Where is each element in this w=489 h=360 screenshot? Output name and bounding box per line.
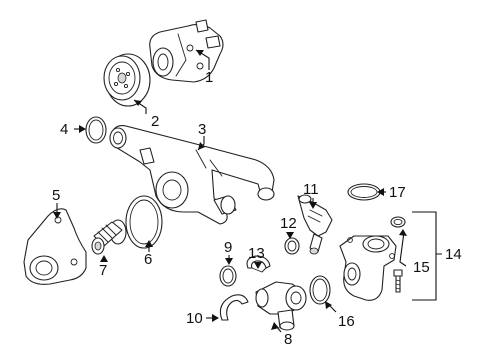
callout-14: 14 xyxy=(445,246,462,263)
callout-6: 6 xyxy=(144,251,152,268)
callout-15: 15 xyxy=(413,259,430,276)
callout-1: 1 xyxy=(205,69,213,86)
o-ring-part-4 xyxy=(85,116,107,144)
callout-2: 2 xyxy=(151,113,159,130)
thermostat-housing-part xyxy=(109,125,275,225)
o-ring-part-15 xyxy=(390,216,406,228)
callout-5: 5 xyxy=(52,187,60,204)
callout-7: 7 xyxy=(99,262,107,279)
water-pump-part xyxy=(149,19,224,83)
leader-lines xyxy=(53,49,407,333)
thermostat-part xyxy=(91,219,127,255)
adapter-housing-part xyxy=(339,235,403,301)
pulley-part xyxy=(103,53,151,107)
gasket-ring-part-6 xyxy=(125,195,163,249)
callout-17: 17 xyxy=(389,184,406,201)
callout-12: 12 xyxy=(280,215,297,232)
seal-ring-part-12 xyxy=(284,237,300,255)
coolant-flange-part xyxy=(255,281,307,331)
temperature-sensor-part xyxy=(297,194,333,255)
callout-13: 13 xyxy=(248,245,265,262)
callout-10: 10 xyxy=(186,310,203,327)
callout-8: 8 xyxy=(284,331,292,348)
callout-9: 9 xyxy=(224,239,232,256)
group-bracket-14 xyxy=(412,211,442,301)
retaining-clip-part-10 xyxy=(219,294,249,321)
o-ring-part-17 xyxy=(347,183,381,201)
callout-11: 11 xyxy=(303,181,319,198)
o-ring-part-9 xyxy=(219,265,237,287)
spring-clip-part-13 xyxy=(246,255,271,273)
o-ring-part-16 xyxy=(309,275,331,305)
callout-3: 3 xyxy=(198,121,206,138)
callout-4: 4 xyxy=(60,121,68,138)
callout-16: 16 xyxy=(338,313,355,330)
thermostat-cover-part xyxy=(23,208,87,285)
